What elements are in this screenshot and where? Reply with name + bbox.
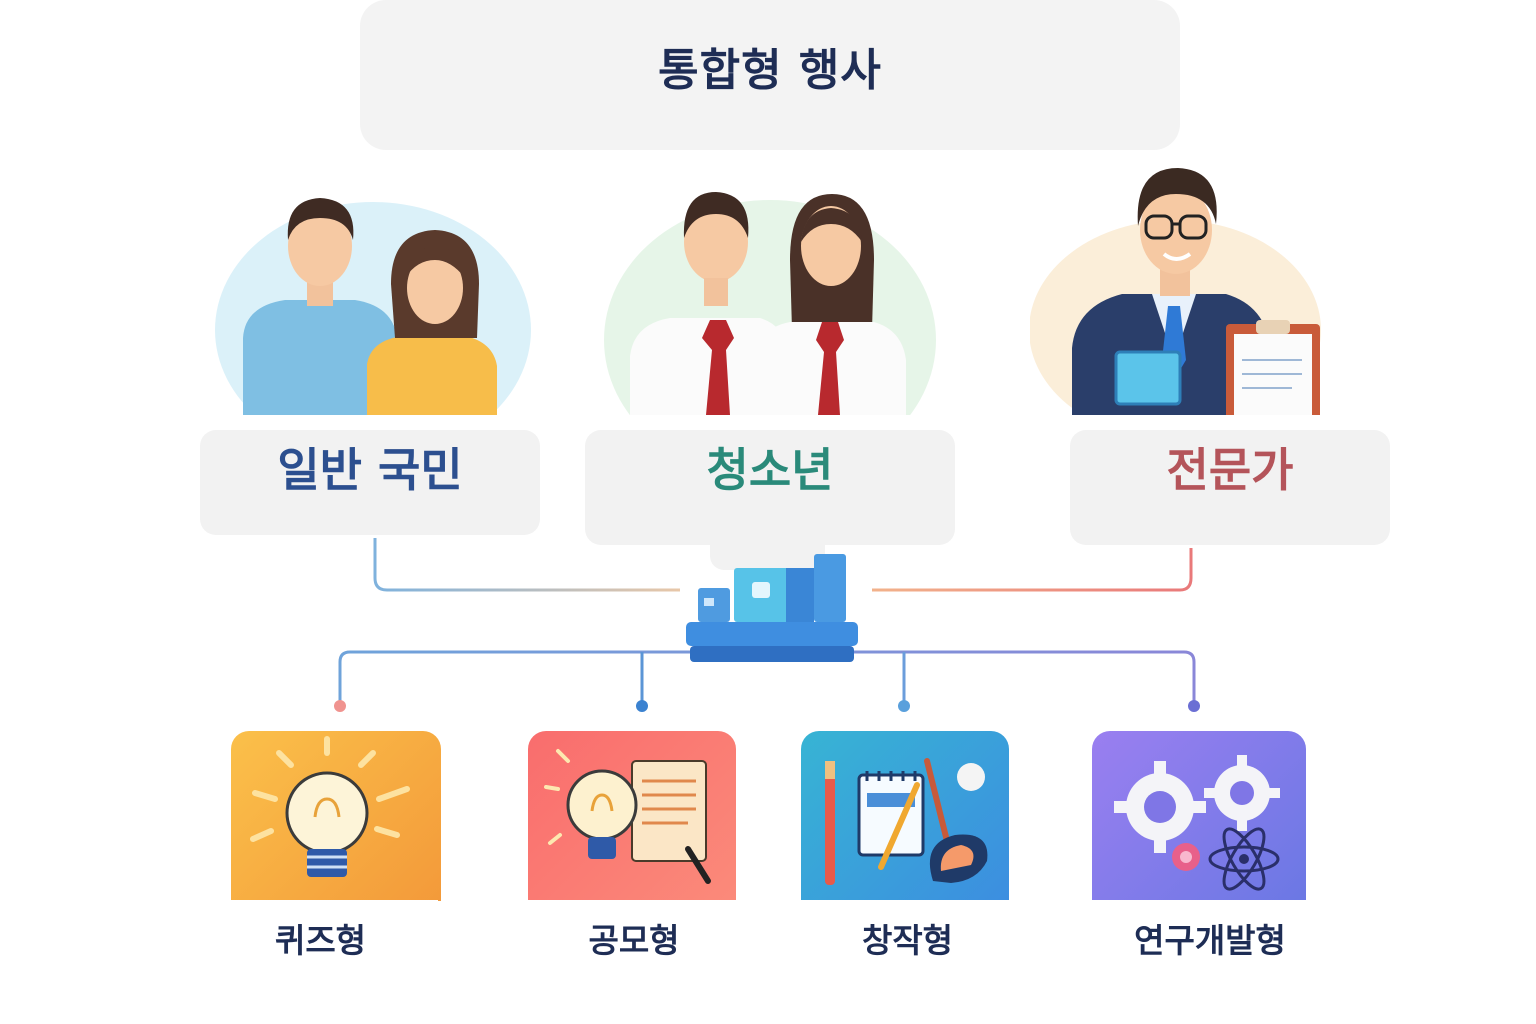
youth-box-tab xyxy=(710,540,825,570)
creative-card-image xyxy=(801,731,1009,901)
audience-box-expert: 전문가 xyxy=(1070,430,1390,545)
rnd-card-image xyxy=(1092,731,1306,901)
lightbulb-icon xyxy=(250,736,410,877)
type-box-quiz: 퀴즈형 xyxy=(203,900,438,1000)
youth-illustration xyxy=(600,180,940,420)
art-tools-icon xyxy=(825,758,988,885)
type-box-creative: 창작형 xyxy=(780,900,1035,1000)
audience-label-expert: 전문가 xyxy=(1166,443,1294,497)
type-label-contest: 공모형 xyxy=(588,921,680,960)
contest-card-image xyxy=(528,731,736,901)
event-title: 통합형 행사 xyxy=(658,45,882,96)
gears-icon xyxy=(1114,755,1280,891)
event-title-box: 통합형 행사 xyxy=(360,0,1180,150)
audience-label-youth: 청소년 xyxy=(706,443,834,497)
general-public-illustration xyxy=(215,178,535,418)
platform-hub-icon xyxy=(682,548,862,666)
expert-illustration xyxy=(1030,160,1340,420)
type-label-rnd: 연구개발형 xyxy=(1134,921,1286,960)
type-label-creative: 창작형 xyxy=(861,921,954,960)
type-box-contest: 공모형 xyxy=(505,900,763,1000)
audience-box-youth: 청소년 xyxy=(585,430,955,545)
audience-label-general: 일반 국민 xyxy=(277,443,463,497)
idea-document-icon xyxy=(544,749,711,884)
type-label-quiz: 퀴즈형 xyxy=(274,921,367,960)
quiz-card-image xyxy=(231,731,441,901)
audience-box-general: 일반 국민 xyxy=(200,430,540,535)
type-box-rnd: 연구개발형 xyxy=(1085,900,1335,1000)
